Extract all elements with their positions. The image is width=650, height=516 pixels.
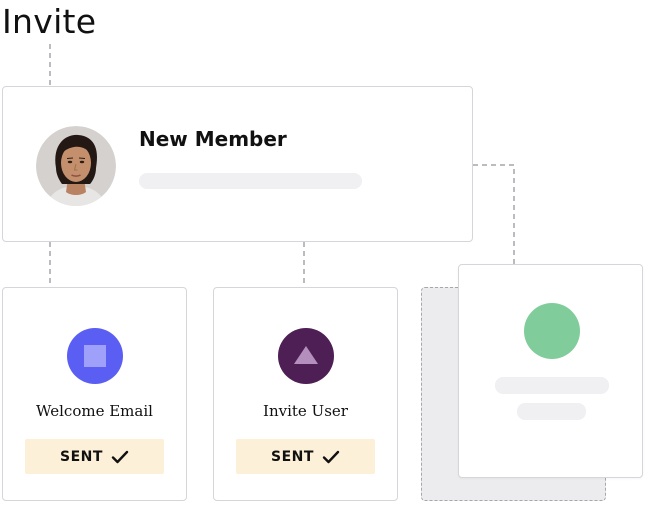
check-icon [111,450,129,463]
status-badge: SENT [236,439,375,474]
avatar [36,126,116,206]
step-label: Invite User [263,402,348,420]
preview-title-placeholder [495,377,609,394]
invite-user-icon-circle [278,328,334,384]
check-icon [322,450,340,463]
member-detail-placeholder [139,173,362,189]
connector-member-to-preview [473,164,515,264]
status-badge: SENT [25,439,164,474]
preview-subtitle-placeholder [517,403,586,420]
dragged-step-card[interactable] [458,264,643,478]
triangle-icon [294,346,318,364]
status-text: SENT [60,448,103,465]
page-title: Invite [2,2,97,41]
preview-circle-icon [524,303,580,359]
member-name: New Member [139,127,287,151]
step-label: Welcome Email [36,402,153,420]
member-card[interactable]: New Member [2,86,473,242]
step-card-invite-user[interactable]: Invite User SENT [213,287,398,501]
welcome-email-icon-circle [67,328,123,384]
step-card-welcome-email[interactable]: Welcome Email SENT [2,287,187,501]
status-text: SENT [271,448,314,465]
square-icon [84,345,106,367]
